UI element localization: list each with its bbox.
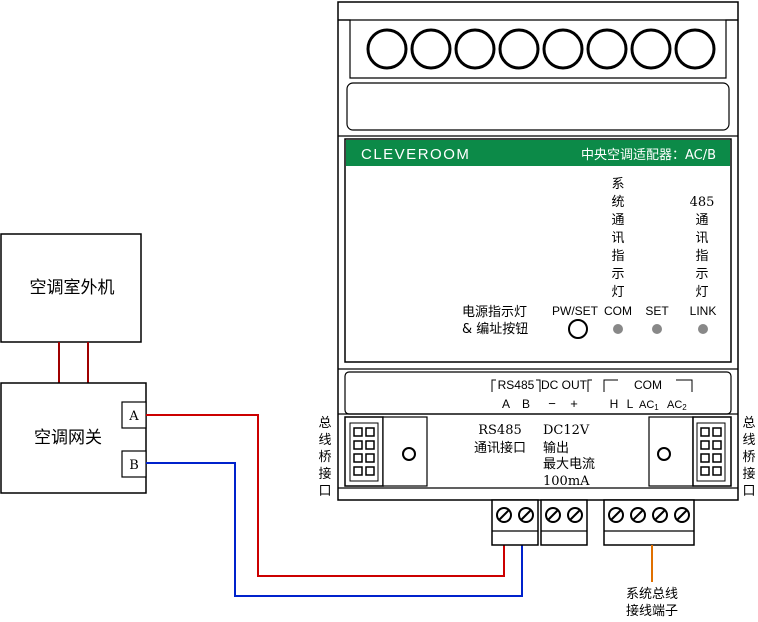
dc-desc-3: 最大电流 (543, 457, 595, 472)
vent-holes (366, 28, 716, 70)
brand-logo: CLEVEROOM (361, 146, 470, 163)
com-led-label: COM (604, 304, 632, 318)
terminal-block-system-bus (603, 499, 695, 546)
svg-text:口: 口 (318, 484, 331, 499)
brand-bar (346, 140, 730, 166)
system-led-label: 系 统 通 讯 指 示 灯 (611, 177, 624, 300)
link-led-label: LINK (690, 304, 717, 318)
pwset-button[interactable] (568, 319, 588, 339)
set-led (652, 324, 662, 334)
gateway-label: 空调网关 (34, 428, 102, 448)
svg-text:系: 系 (611, 177, 624, 192)
gateway-port-a-label: A (128, 409, 139, 424)
term-ac1-label: AC1 (639, 399, 659, 412)
term-h-label: H (610, 397, 619, 411)
power-indicator-label: 电源指示灯 (462, 305, 527, 320)
svg-text:总: 总 (318, 416, 331, 431)
address-button-label: & 编址按钮 (462, 322, 528, 337)
term-plus-label: + (570, 396, 578, 411)
svg-text:通: 通 (695, 213, 708, 228)
svg-text:讯: 讯 (695, 231, 708, 246)
term-ac2-label: AC2 (667, 399, 687, 412)
svg-text:线: 线 (318, 433, 331, 448)
svg-text:指: 指 (695, 249, 708, 264)
svg-text:示: 示 (611, 267, 624, 282)
outdoor-unit-box (0, 233, 142, 343)
term-b-label: B (522, 397, 530, 411)
dc-desc-1: DC12V (543, 423, 590, 438)
term-rs485-label: RS485 (498, 378, 535, 392)
com-led (613, 324, 623, 334)
svg-text:讯: 讯 (611, 231, 624, 246)
bus-bridge-label-left: 总 线 桥 接 口 (318, 416, 331, 499)
term-dcout-label: DC OUT (541, 378, 588, 392)
model-name: 中央空调适配器：AC/B (581, 148, 716, 163)
bus-bridge-connector-left (344, 416, 428, 487)
svg-text:口: 口 (742, 484, 755, 499)
bus-bridge-label-right: 总 线 桥 接 口 (742, 416, 755, 499)
gateway-port-b-label: B (129, 458, 139, 473)
outdoor-unit-label: 空调室外机 (30, 278, 115, 298)
svg-text:总: 总 (742, 416, 755, 431)
system-bus-label-1: 系统总线 (626, 587, 678, 602)
svg-text:灯: 灯 (611, 285, 624, 300)
wire-b (146, 462, 523, 597)
term-a-label: A (502, 397, 510, 411)
gateway-port-a (121, 401, 147, 429)
svg-text:指: 指 (611, 249, 624, 264)
svg-text:485: 485 (690, 195, 715, 210)
term-l-label: L (627, 397, 634, 411)
term-com-label: COM (634, 378, 662, 392)
rs485-desc-1: RS485 (478, 423, 522, 438)
set-led-label: SET (645, 304, 669, 318)
dc-desc-4: 100mA (543, 474, 590, 489)
gateway-port-b (121, 450, 147, 478)
svg-text:灯: 灯 (695, 285, 708, 300)
svg-text:桥: 桥 (742, 450, 755, 465)
svg-text:示: 示 (695, 267, 708, 282)
terminal-labels (491, 379, 693, 392)
rs485-led-label: 485 通 讯 指 示 灯 (690, 195, 715, 300)
svg-text:线: 线 (742, 433, 755, 448)
svg-text:接: 接 (318, 466, 331, 482)
bus-bridge-connector-right (648, 416, 732, 487)
terminal-block-rs485 (491, 499, 539, 546)
svg-text:桥: 桥 (318, 450, 331, 465)
pwset-label: PW/SET (552, 304, 599, 318)
system-bus-label-2: 接线端子 (626, 603, 678, 619)
link-led (698, 324, 708, 334)
term-minus-label: − (548, 396, 556, 411)
wire-a (146, 414, 505, 577)
svg-text:通: 通 (611, 213, 624, 228)
rs485-desc-2: 通讯接口 (474, 440, 526, 456)
svg-text:接: 接 (742, 466, 755, 482)
terminal-block-dcout (540, 499, 588, 546)
dc-desc-2: 输出 (543, 440, 569, 456)
svg-text:统: 统 (611, 195, 624, 210)
